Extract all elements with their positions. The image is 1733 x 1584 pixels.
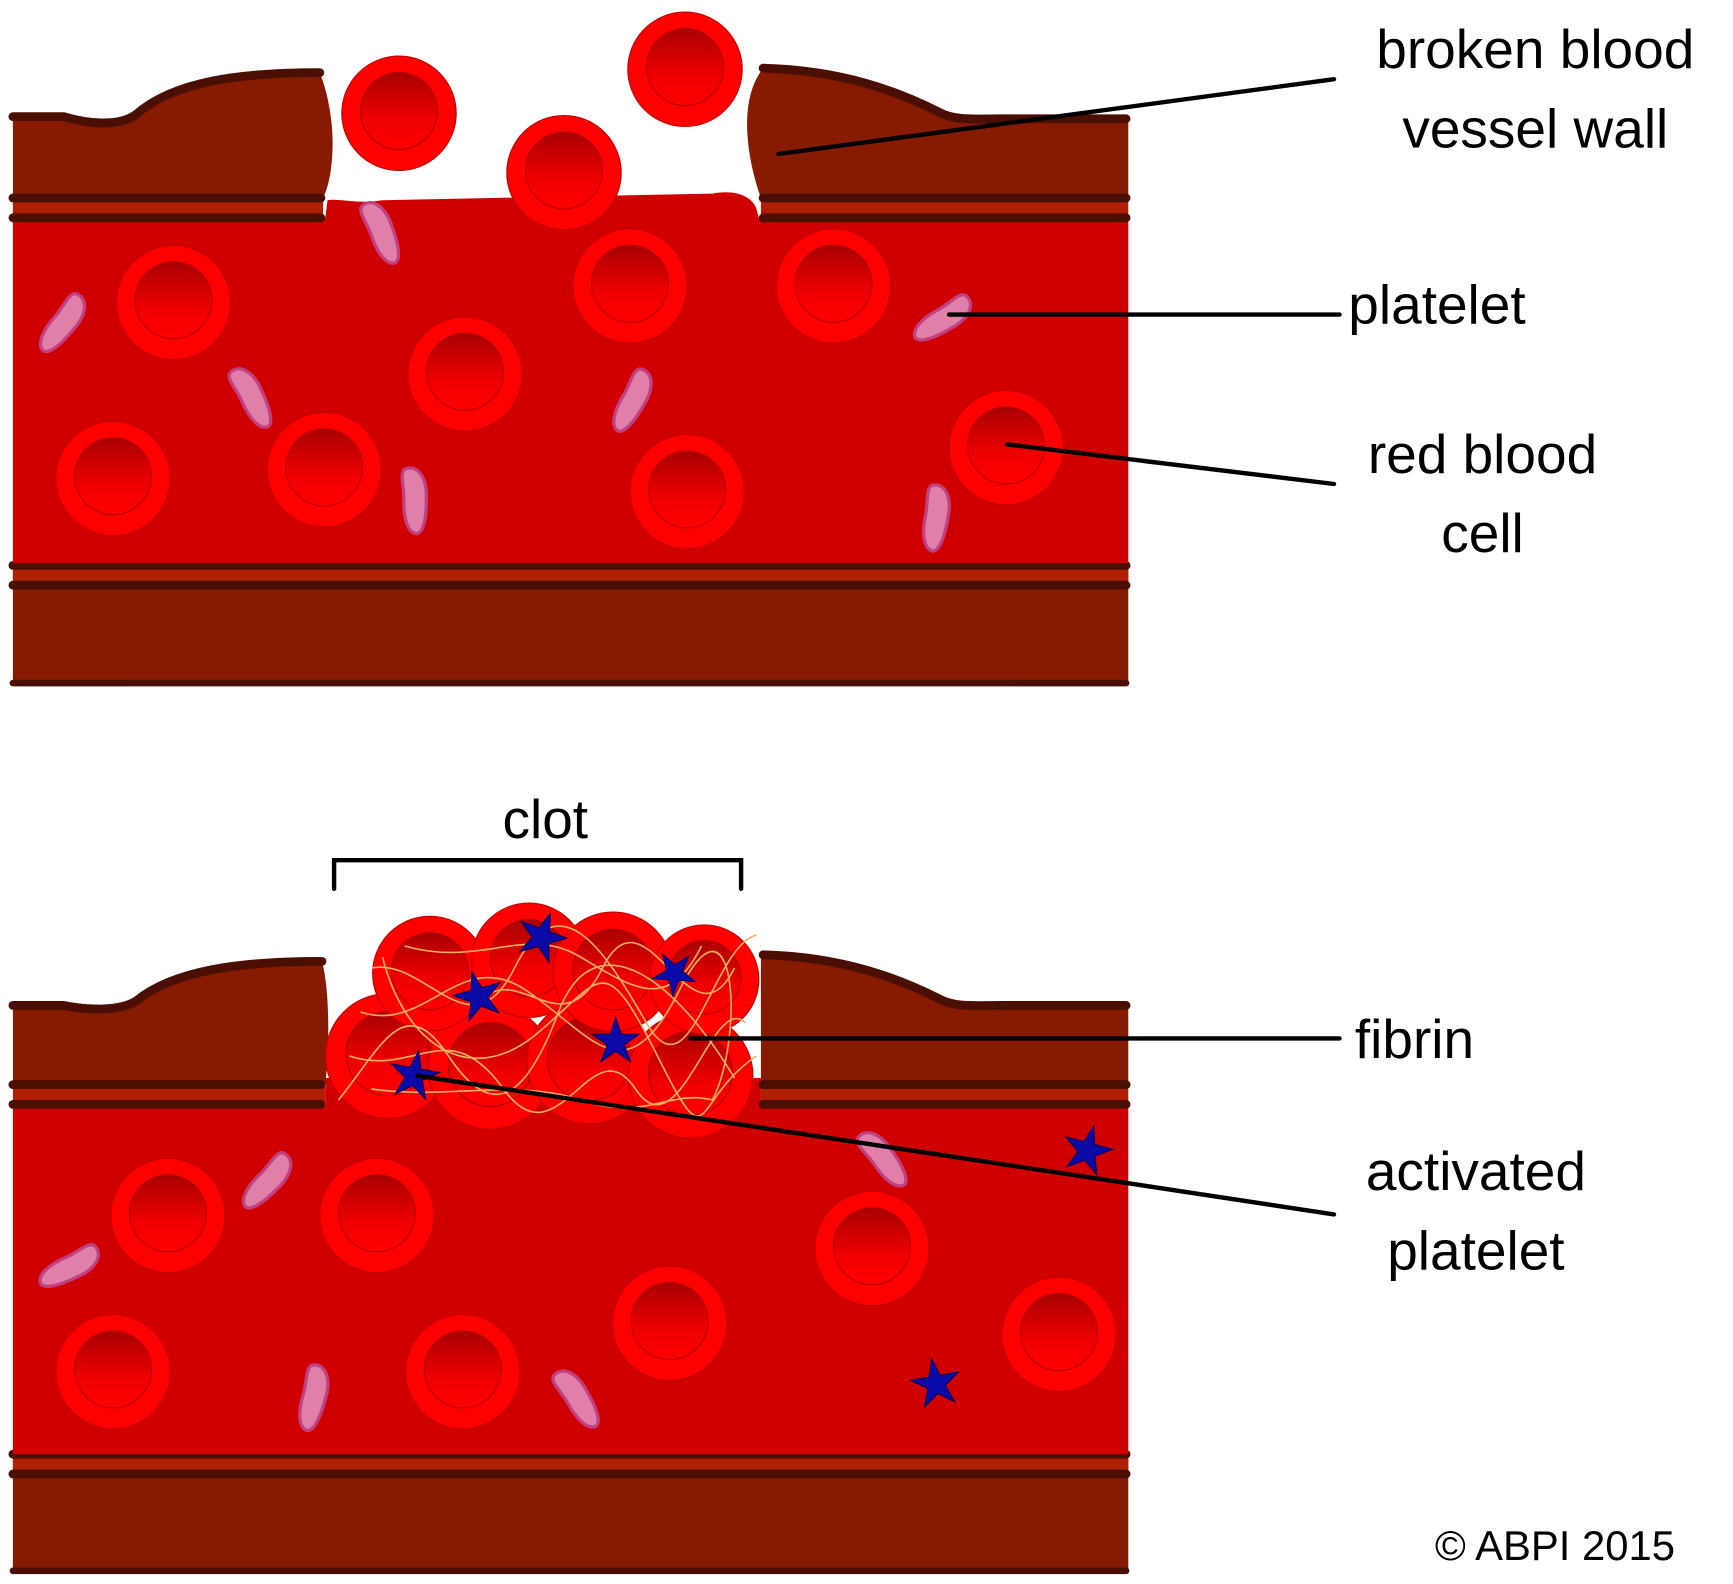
red-blood-cell [627,11,743,128]
red-blood-cell [266,411,382,528]
label-red-blood-cell-line1: red blood [1368,423,1597,485]
red-blood-cell [55,420,171,537]
red-blood-cell [611,1265,728,1382]
bottom-panel: clot fibrin activated platelet [8,788,1586,1575]
red-blood-cell [115,244,232,361]
label-clot: clot [503,788,589,850]
label-platelet: platelet [1348,273,1525,335]
red-blood-cell [775,228,892,344]
red-blood-cell [506,114,622,231]
label-vessel-wall-line1: broken blood [1376,18,1694,80]
red-blood-cell [110,1157,226,1274]
red-blood-cell [1001,1276,1117,1393]
label-red-blood-cell-line2: cell [1441,502,1524,564]
copyright-notice: © ABPI 2015 [1435,1522,1675,1569]
clot-bracket [331,858,744,892]
wall-line [8,68,325,128]
label-activated-platelet-line1: activated [1366,1140,1586,1202]
leader-line-vessel-wall [776,77,1337,157]
top-panel: broken blood vessel wall platelet red bl… [8,11,1694,687]
red-blood-cell [55,1313,171,1430]
label-vessel-wall-line2: vessel wall [1402,97,1668,159]
clot [325,902,760,1139]
leader-line-activated-platelet [415,1073,1337,1217]
red-blood-cell [572,228,688,344]
leader-line-red-blood-cell [1005,442,1337,487]
label-fibrin: fibrin [1355,1008,1474,1070]
red-blood-cell [814,1190,930,1307]
label-activated-platelet-line2: platelet [1387,1219,1564,1281]
vessel-wall-left [12,72,333,198]
vessel-wall-right [760,954,1129,1085]
wall-line [8,957,327,1014]
wall-line [758,950,1131,1011]
red-blood-cell [405,1313,521,1430]
vessel-wall-left [12,961,329,1085]
red-blood-cell [407,316,523,432]
red-blood-cell [319,1157,435,1274]
red-blood-cell [341,55,457,172]
wall-line [758,63,1131,124]
red-blood-cell [629,433,745,550]
